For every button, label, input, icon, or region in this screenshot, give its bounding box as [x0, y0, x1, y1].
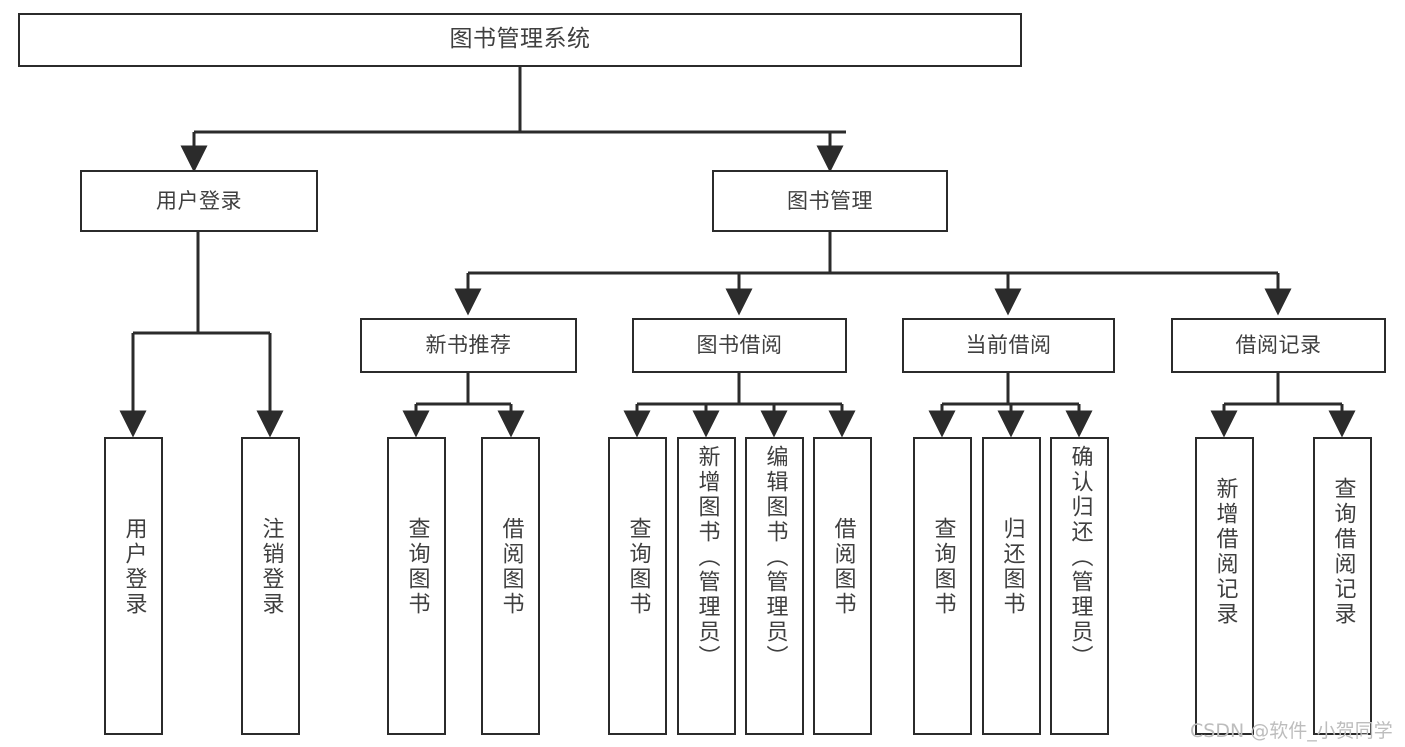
node-user-login-label: 用户登录 [156, 188, 242, 213]
node-leaf-user-login[interactable]: 用户登录 [104, 437, 163, 735]
node-leaf-logout-login-label: 注销登录 [258, 517, 284, 617]
node-leaf-query-book-1-label: 查询图书 [404, 517, 430, 617]
node-book-borrow-label: 图书借阅 [696, 333, 783, 358]
node-leaf-confirm-return-label: 确认归还（管理员） [1067, 445, 1093, 670]
node-book-borrow[interactable]: 图书借阅 [632, 318, 847, 373]
node-current-borrow[interactable]: 当前借阅 [902, 318, 1115, 373]
csdn-watermark: CSDN @软件_小贺同学 [1190, 720, 1393, 742]
node-leaf-logout-login[interactable]: 注销登录 [241, 437, 300, 735]
node-leaf-add-book[interactable]: 新增图书（管理员） [677, 437, 736, 735]
node-root-system[interactable]: 图书管理系统 [18, 13, 1022, 67]
node-leaf-return-book[interactable]: 归还图书 [982, 437, 1041, 735]
node-root-system-label: 图书管理系统 [449, 26, 591, 53]
node-leaf-query-book-1[interactable]: 查询图书 [387, 437, 446, 735]
node-leaf-edit-book-label: 编辑图书（管理员） [762, 445, 788, 670]
node-leaf-query-record-label: 查询借阅记录 [1330, 477, 1356, 627]
node-leaf-borrow-book-1-label: 借阅图书 [498, 517, 524, 617]
node-leaf-query-book-2-label: 查询图书 [625, 517, 651, 617]
node-new-book-recommend[interactable]: 新书推荐 [360, 318, 577, 373]
node-leaf-query-book-2[interactable]: 查询图书 [608, 437, 667, 735]
node-leaf-query-book-3[interactable]: 查询图书 [913, 437, 972, 735]
node-leaf-add-record[interactable]: 新增借阅记录 [1195, 437, 1254, 735]
node-user-login[interactable]: 用户登录 [80, 170, 318, 232]
node-borrow-record-label: 借阅记录 [1235, 333, 1322, 358]
node-borrow-record[interactable]: 借阅记录 [1171, 318, 1386, 373]
node-leaf-add-book-label: 新增图书（管理员） [694, 445, 720, 670]
node-new-book-recommend-label: 新书推荐 [425, 333, 512, 358]
node-book-management[interactable]: 图书管理 [712, 170, 948, 232]
node-leaf-borrow-book-2[interactable]: 借阅图书 [813, 437, 872, 735]
node-leaf-edit-book[interactable]: 编辑图书（管理员） [745, 437, 804, 735]
node-leaf-add-record-label: 新增借阅记录 [1212, 477, 1238, 627]
node-leaf-borrow-book-1[interactable]: 借阅图书 [481, 437, 540, 735]
node-leaf-borrow-book-2-label: 借阅图书 [830, 517, 856, 617]
node-leaf-user-login-label: 用户登录 [121, 517, 147, 617]
node-leaf-query-book-3-label: 查询图书 [930, 517, 956, 617]
node-leaf-query-record[interactable]: 查询借阅记录 [1313, 437, 1372, 735]
node-current-borrow-label: 当前借阅 [965, 333, 1052, 358]
node-book-management-label: 图书管理 [787, 188, 873, 213]
node-leaf-confirm-return[interactable]: 确认归还（管理员） [1050, 437, 1109, 735]
node-leaf-return-book-label: 归还图书 [999, 517, 1025, 617]
